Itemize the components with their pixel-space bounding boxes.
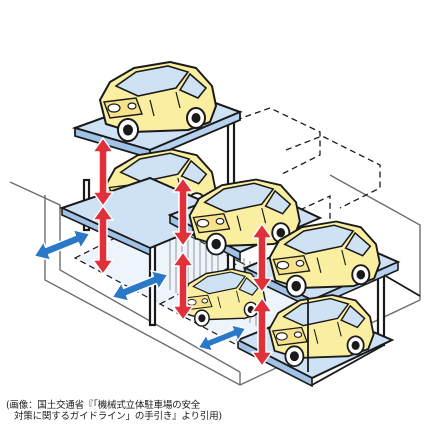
source-caption: (画像：国土交通省『「機械式立体駐車場の安全 対策に関するガイドライン」の手引き… (6, 400, 306, 422)
up-down-arrow-icon (92, 137, 114, 207)
up-down-arrow-icon (92, 205, 114, 275)
caption-line-1: (画像：国土交通省『「機械式立体駐車場の安全 (6, 400, 201, 411)
caption-line-2: 対策に関するガイドライン」の手引き』より引用) (14, 411, 222, 422)
dashed-empty-slots (235, 107, 381, 220)
right-frame (307, 274, 421, 386)
